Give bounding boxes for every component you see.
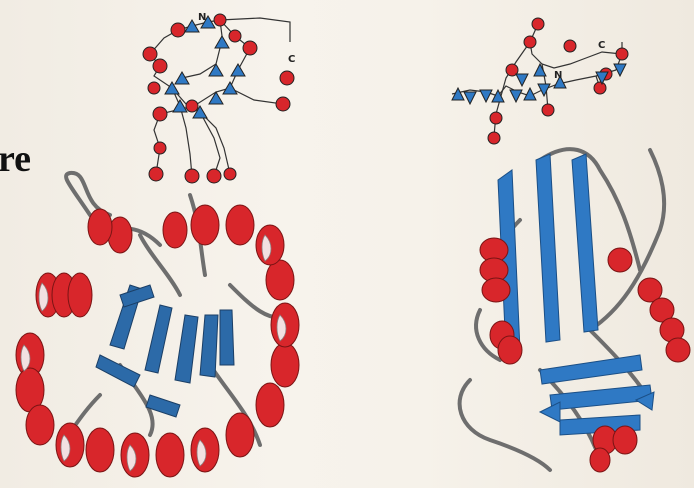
right-topology-n-label: N	[554, 70, 562, 81]
right-topology-diagram: C N	[446, 6, 646, 156]
right-ribbon-structure	[440, 140, 694, 488]
left-topology-c-label: C	[288, 54, 295, 65]
beta-strands	[96, 285, 234, 417]
left-ribbon-structure	[0, 165, 330, 488]
left-topology-n-label: N	[198, 12, 206, 23]
right-topology-c-label: C	[598, 40, 605, 51]
left-topology-diagram: N C	[120, 8, 320, 188]
